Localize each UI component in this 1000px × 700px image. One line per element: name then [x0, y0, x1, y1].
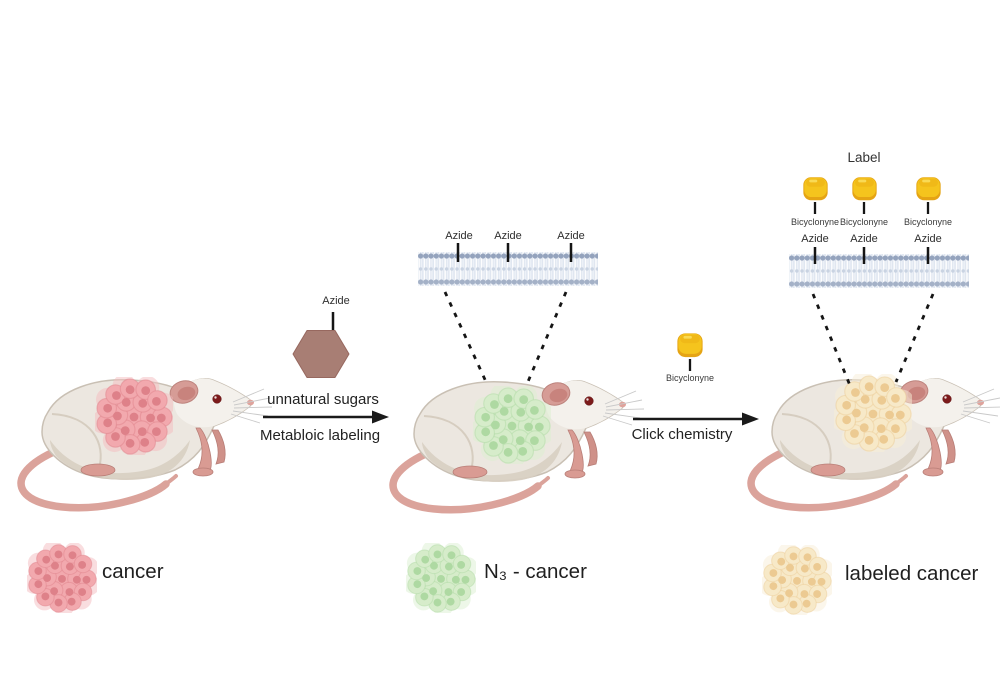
callout-dashed-lines-middle	[443, 291, 568, 385]
legend-label-labeled-cancer: labeled cancer	[845, 562, 979, 585]
bicyclonyne-molecule-icon	[677, 333, 703, 371]
arrow2-bottom-label: Click chemistry	[631, 426, 733, 443]
azide-sticks-middle	[456, 243, 573, 262]
membrane-right-bicyclonyne-1: Bicyclonyne	[790, 217, 840, 227]
arrow1-top-label: unnatural sugars	[267, 391, 379, 408]
legend-swatch-n3-cancer	[406, 543, 476, 613]
arrow1-bottom-label: Metabloic labeling	[259, 427, 381, 444]
membrane-right-azide-2: Azide	[850, 233, 878, 245]
arrow-click-chemistry	[633, 412, 759, 426]
arrow-metabolic-labeling	[263, 410, 389, 424]
bicyclonyne-molecule-label: Bicyclonyne	[665, 373, 715, 383]
label-title: Label	[847, 150, 881, 165]
membrane-middle-azide-2: Azide	[494, 230, 522, 242]
membrane-middle-azide-3: Azide	[557, 230, 585, 242]
azide-molecule-label: Azide	[322, 295, 350, 307]
membrane-right-bicyclonyne-2: Bicyclonyne	[839, 217, 889, 227]
legend-swatch-cancer	[27, 543, 97, 613]
legend-label-cancer: cancer	[102, 560, 164, 583]
membrane-right-azide-1: Azide	[801, 233, 829, 245]
azide-sticks-right	[813, 247, 930, 264]
membrane-middle-azide-1: Azide	[445, 230, 473, 242]
membrane-right-azide-3: Azide	[914, 233, 942, 245]
azide-molecule-icon	[292, 312, 350, 378]
callout-dashed-lines-right	[811, 293, 935, 389]
legend-label-n3-cancer: N₃ - cancer	[484, 560, 587, 583]
legend-swatch-labeled-cancer	[762, 545, 832, 615]
bicyclonyne-icons-right	[803, 177, 941, 214]
membrane-right-bicyclonyne-3: Bicyclonyne	[903, 217, 953, 227]
